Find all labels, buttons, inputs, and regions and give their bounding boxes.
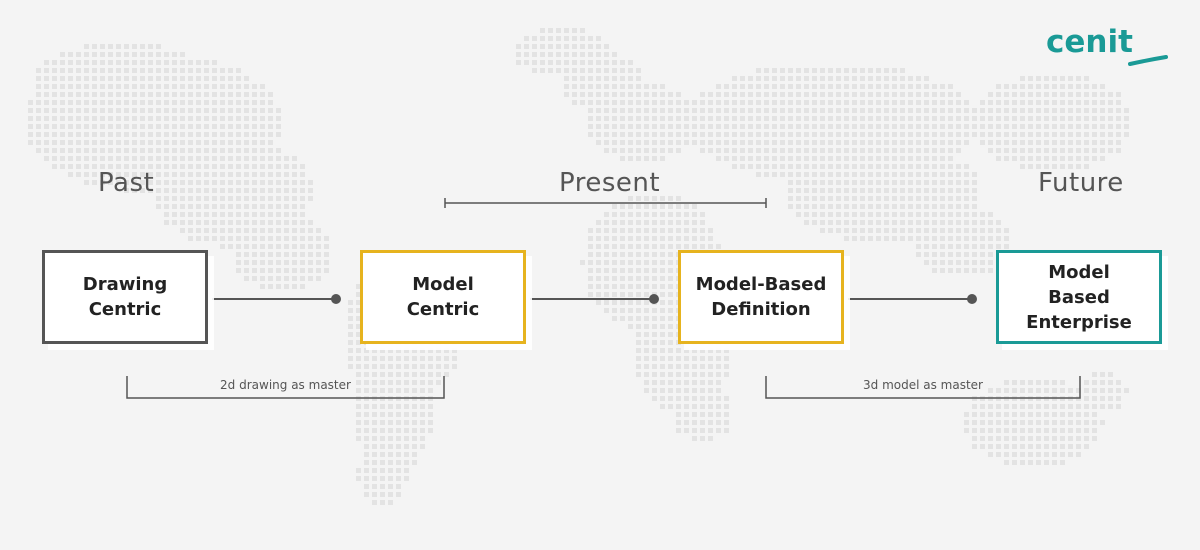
- phase-label-past: Past: [98, 168, 155, 198]
- stage-label: Drawing Centric: [82, 274, 168, 320]
- stage-box-model-centric: Model Centric: [360, 250, 526, 344]
- logo-swoosh: [1128, 55, 1168, 66]
- stage-box-model-based-definition: Model-Based Definition: [678, 250, 844, 344]
- stage-box-model-based-enterprise: Model Based Enterprise: [996, 250, 1162, 344]
- phase-label-present: Present: [559, 168, 661, 198]
- bracket-label-3d: 3d model as master: [863, 378, 983, 392]
- bracket-label-2d: 2d drawing as master: [220, 378, 351, 392]
- phase-label-future: Future: [1038, 168, 1124, 198]
- logo-text: cenit: [1046, 24, 1133, 60]
- stage-label: Model Based Enterprise: [1026, 261, 1132, 333]
- stage-box-drawing-centric: Drawing Centric: [42, 250, 208, 344]
- stage-label: Model Centric: [406, 274, 480, 320]
- cenit-logo: cenit: [1046, 24, 1168, 66]
- stage-label: Model-Based Definition: [695, 274, 827, 320]
